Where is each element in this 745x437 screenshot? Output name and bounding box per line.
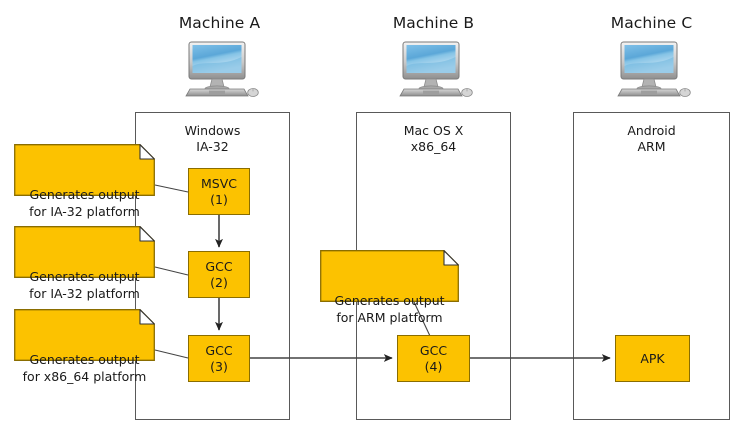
machine-container-b: Mac OS X x86_64 bbox=[356, 112, 511, 420]
note-x8664-text: Generates output for x86_64 platform bbox=[22, 352, 147, 384]
note-ia32-a[interactable]: Generates output for IA-32 platform bbox=[14, 144, 155, 219]
node-gcc2[interactable]: GCC (2) bbox=[188, 251, 250, 298]
machine-container-c: Android ARM bbox=[573, 112, 730, 420]
note-ia32-b-text: Generates output for IA-32 platform bbox=[29, 269, 140, 301]
machine-os-b: Mac OS X x86_64 bbox=[403, 123, 464, 154]
desktop-computer-icon-b bbox=[392, 40, 476, 98]
node-gcc4[interactable]: GCC (4) bbox=[397, 335, 470, 382]
machine-title-b: Machine B bbox=[392, 14, 475, 32]
desktop-computer-icon-a bbox=[178, 40, 262, 98]
node-msvc1[interactable]: MSVC (1) bbox=[188, 168, 250, 215]
machine-container-a: Windows IA-32 bbox=[135, 112, 290, 420]
note-ia32-a-text: Generates output for IA-32 platform bbox=[29, 187, 140, 219]
node-gcc3[interactable]: GCC (3) bbox=[188, 335, 250, 382]
machine-os-a: Windows IA-32 bbox=[184, 123, 241, 154]
machine-title-c: Machine C bbox=[610, 14, 693, 32]
desktop-computer-icon-c bbox=[610, 40, 694, 98]
machine-os-c: Android ARM bbox=[627, 123, 676, 154]
note-x8664[interactable]: Generates output for x86_64 platform bbox=[14, 309, 155, 384]
node-apk[interactable]: APK bbox=[615, 335, 690, 382]
note-arm[interactable]: Generates output for ARM platform bbox=[320, 250, 459, 325]
machine-title-a: Machine A bbox=[178, 14, 261, 32]
note-ia32-b[interactable]: Generates output for IA-32 platform bbox=[14, 226, 155, 301]
note-arm-text: Generates output for ARM platform bbox=[334, 293, 445, 325]
